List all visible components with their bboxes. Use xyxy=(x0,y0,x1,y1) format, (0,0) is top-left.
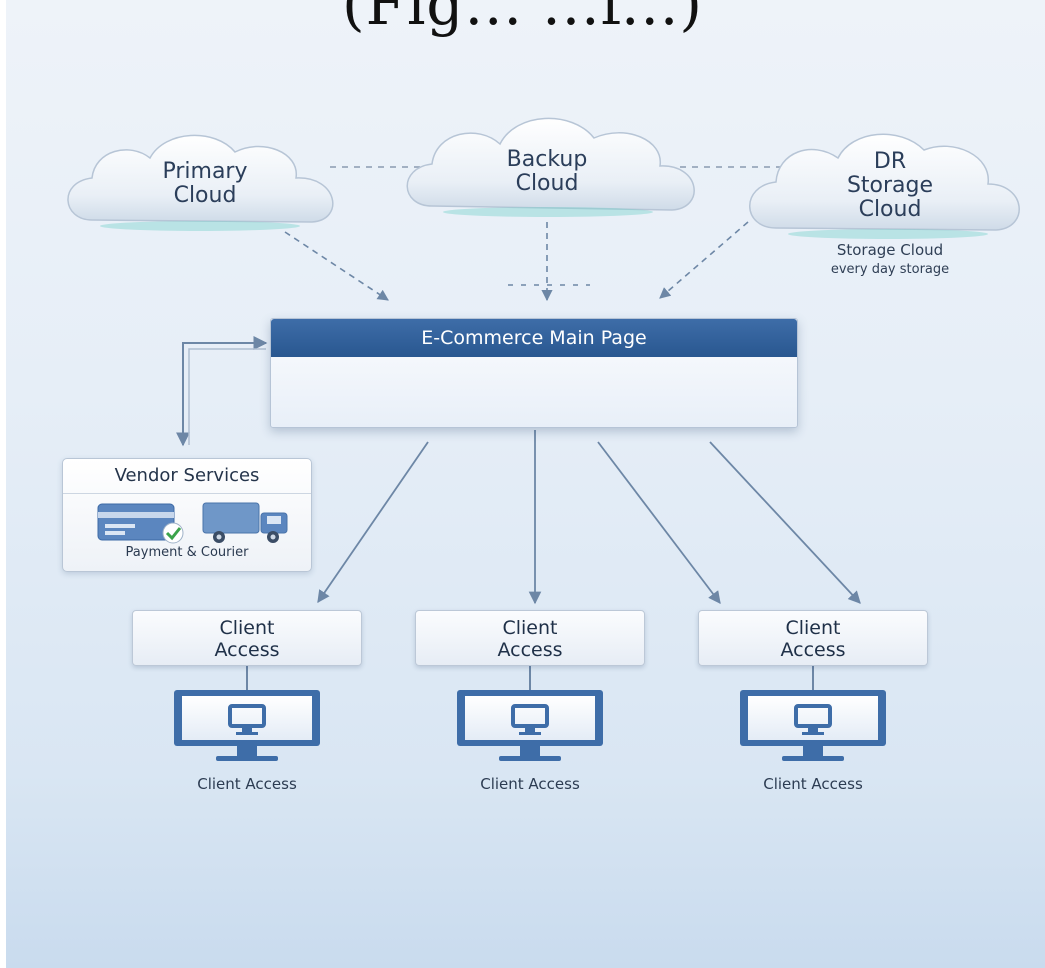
client-1-line1: Client xyxy=(219,617,275,639)
checkmark-icon xyxy=(162,522,184,544)
client-1-line2: Access xyxy=(214,639,280,661)
truck-icon xyxy=(202,502,288,543)
cloud-primary-line2: Cloud xyxy=(173,183,237,208)
credit-card-icon xyxy=(97,503,184,544)
storage-note-line1: Storage Cloud xyxy=(836,241,944,259)
cloud-icon xyxy=(406,117,695,217)
cloud-dr-line2: Storage xyxy=(846,173,934,198)
vendor-services-box: Vendor Services Payment & Courier xyxy=(62,458,312,572)
main-page-title: E-Commerce Main Page xyxy=(271,319,797,357)
client-2-line2: Access xyxy=(497,639,563,661)
client-caption-3: Client Access xyxy=(763,775,863,793)
vendor-subtitle: Payment & Courier xyxy=(125,545,249,560)
client-3-line1: Client xyxy=(785,617,841,639)
monitor-icon xyxy=(174,690,320,761)
cloud-icon xyxy=(749,133,1020,239)
cloud-dr-line3: Cloud xyxy=(858,197,922,222)
client-access-box-1: Client Access xyxy=(132,610,362,666)
cloud-icon xyxy=(67,134,334,231)
storage-note-line2: every day storage xyxy=(830,262,950,277)
monitor-icon xyxy=(740,690,886,761)
monitor-icon xyxy=(457,690,603,761)
ecommerce-main-page-box: E-Commerce Main Page xyxy=(270,318,798,428)
cloud-backup-line1: Backup xyxy=(506,147,588,172)
cloud-label-primary: Primary Cloud xyxy=(120,160,290,208)
cloud-primary-line1: Primary xyxy=(162,159,248,184)
arrow-main-to-client-1 xyxy=(317,441,429,604)
link-main-vendor xyxy=(176,336,268,447)
cloud-backup-line2: Cloud xyxy=(515,171,579,196)
cloud-dr-line1: DR xyxy=(873,149,907,174)
top-caption: (Fig... ...f...) xyxy=(342,0,703,38)
arrow-main-to-client-4 xyxy=(709,441,861,604)
cloud-label-dr: DR Storage Cloud xyxy=(805,150,975,222)
client-caption-2: Client Access xyxy=(480,775,580,793)
client-access-box-2: Client Access xyxy=(415,610,645,666)
cloud-label-backup: Backup Cloud xyxy=(462,148,632,196)
arrow-dr-to-main xyxy=(659,221,749,299)
arrow-primary-to-main xyxy=(284,231,389,301)
client-3-line2: Access xyxy=(780,639,846,661)
client-access-box-3: Client Access xyxy=(698,610,928,666)
storage-note: Storage Cloud every day storage xyxy=(750,240,1030,280)
client-caption-1: Client Access xyxy=(197,775,297,793)
vendor-title: Vendor Services xyxy=(63,459,311,494)
client-2-line1: Client xyxy=(502,617,558,639)
arrow-main-to-client-3 xyxy=(597,441,721,605)
